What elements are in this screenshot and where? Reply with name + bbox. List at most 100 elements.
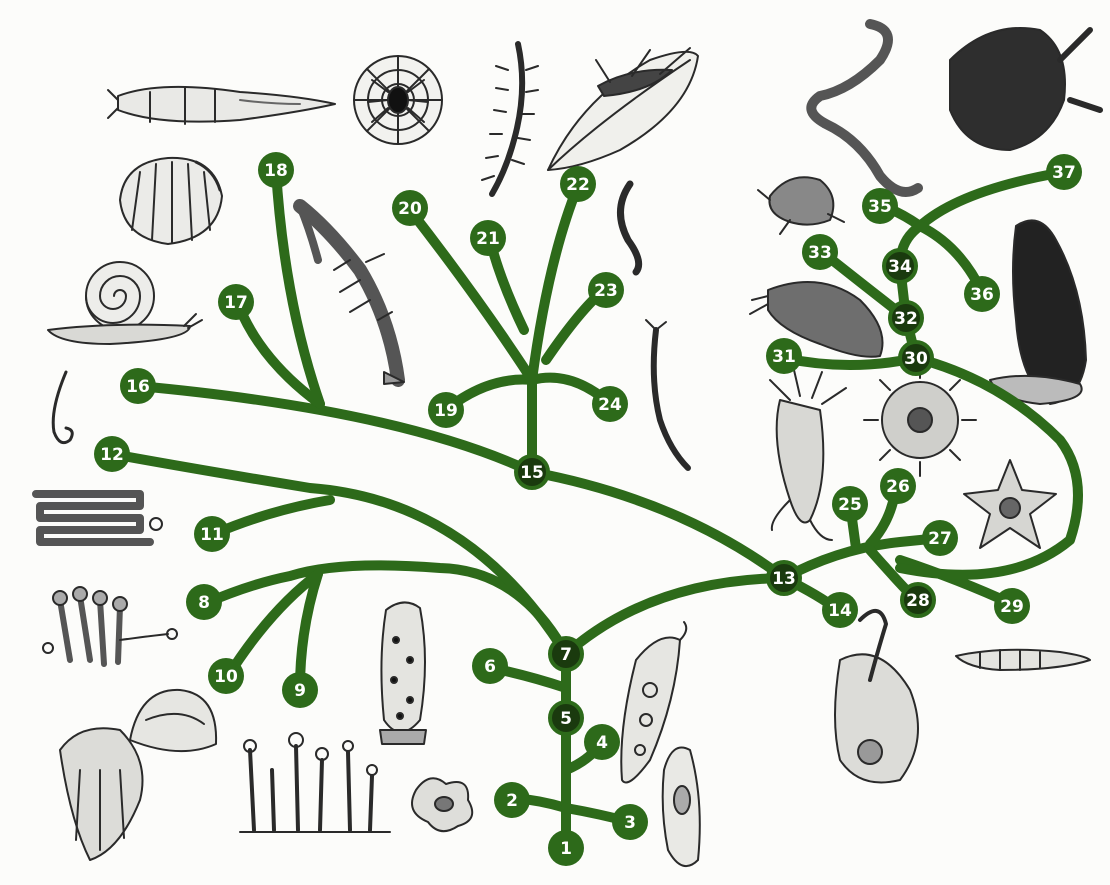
node-5: 5 <box>550 702 582 734</box>
node-33: 33 <box>802 234 838 270</box>
node-18: 18 <box>258 152 294 188</box>
node-label: 30 <box>904 349 928 369</box>
node-label: 33 <box>808 243 832 263</box>
node-25: 25 <box>832 486 868 522</box>
node-23: 23 <box>588 272 624 308</box>
node-22: 22 <box>560 166 596 202</box>
sea-urchin-icon <box>864 366 976 476</box>
coral-polyps-icon <box>240 733 390 832</box>
node-label: 1 <box>560 839 572 859</box>
node-8: 8 <box>186 584 222 620</box>
node-20: 20 <box>392 190 428 226</box>
node-label: 36 <box>970 285 994 305</box>
node-14: 14 <box>822 592 858 628</box>
crayfish-icon <box>300 206 404 384</box>
node-label: 6 <box>484 657 496 677</box>
frog-icon <box>758 177 844 234</box>
node-17: 17 <box>218 284 254 320</box>
node-label: 22 <box>566 175 590 195</box>
node-label: 9 <box>294 681 306 701</box>
node-32: 32 <box>890 302 922 334</box>
node-label: 34 <box>888 257 912 277</box>
node-28: 28 <box>902 584 934 616</box>
grasshopper-icon <box>548 48 698 170</box>
paramecium-icon <box>663 748 700 867</box>
jellyfish-icon <box>60 690 216 860</box>
earthworm-icon <box>620 184 638 272</box>
node-27: 27 <box>922 520 958 556</box>
node-label: 2 <box>506 791 518 811</box>
node-3: 3 <box>612 804 648 840</box>
node-4: 4 <box>584 724 620 760</box>
node-label: 14 <box>828 601 852 621</box>
squid-icon <box>108 87 335 124</box>
sponge-icon <box>380 602 426 744</box>
node-label: 18 <box>264 161 288 181</box>
node-label: 25 <box>838 495 862 515</box>
node-11: 11 <box>194 516 230 552</box>
hydra-icon <box>835 611 918 783</box>
node-label: 17 <box>224 293 248 313</box>
node-label: 10 <box>214 667 238 687</box>
node-label: 7 <box>560 645 572 665</box>
node-label: 35 <box>868 197 892 217</box>
node-36: 36 <box>964 276 1000 312</box>
node-7: 7 <box>550 638 582 670</box>
node-24: 24 <box>592 386 628 422</box>
node-label: 23 <box>594 281 618 301</box>
node-13: 13 <box>768 562 800 594</box>
node-29: 29 <box>994 588 1030 624</box>
node-10: 10 <box>208 658 244 694</box>
node-label: 27 <box>928 529 952 549</box>
node-label: 16 <box>126 377 150 397</box>
turtle-icon <box>950 28 1100 150</box>
node-label: 28 <box>906 591 930 611</box>
node-label: 15 <box>520 463 544 483</box>
node-30: 30 <box>900 342 932 374</box>
node-label: 37 <box>1052 163 1076 183</box>
node-9: 9 <box>282 672 318 708</box>
node-26: 26 <box>880 468 916 504</box>
starfish-icon <box>964 460 1056 548</box>
node-label: 20 <box>398 199 422 219</box>
node-label: 12 <box>100 445 124 465</box>
node-label: 19 <box>434 401 458 421</box>
leech-icon <box>43 587 177 664</box>
sea-lily-icon <box>770 370 846 540</box>
node-label: 29 <box>1000 597 1024 617</box>
node-1: 1 <box>548 830 584 866</box>
amoeba-icon <box>412 778 472 831</box>
node-37: 37 <box>1046 154 1082 190</box>
node-label: 11 <box>200 525 224 545</box>
snail-icon <box>48 262 202 344</box>
node-label: 21 <box>476 229 500 249</box>
node-label: 8 <box>198 593 210 613</box>
node-34: 34 <box>884 250 916 282</box>
eagle-icon <box>990 220 1086 404</box>
snake-icon <box>811 24 918 192</box>
node-label: 26 <box>886 477 910 497</box>
nematode-icon <box>646 320 688 468</box>
node-label: 24 <box>598 395 622 415</box>
centipede-icon <box>482 44 538 194</box>
lancelet-icon <box>956 650 1090 670</box>
node-label: 13 <box>772 569 796 589</box>
node-6: 6 <box>472 648 508 684</box>
node-label: 31 <box>772 347 796 367</box>
node-35: 35 <box>862 188 898 224</box>
node-12: 12 <box>94 436 130 472</box>
node-2: 2 <box>494 782 530 818</box>
roundworm-icon <box>53 372 72 443</box>
node-label: 32 <box>894 309 918 329</box>
node-31: 31 <box>766 338 802 374</box>
node-label: 3 <box>624 813 636 833</box>
clam-icon <box>120 158 222 244</box>
node-19: 19 <box>428 392 464 428</box>
tapeworm-icon <box>36 494 162 542</box>
spider-icon <box>354 56 442 144</box>
node-15: 15 <box>516 456 548 488</box>
node-16: 16 <box>120 368 156 404</box>
node-21: 21 <box>470 220 506 256</box>
node-label: 4 <box>596 733 608 753</box>
